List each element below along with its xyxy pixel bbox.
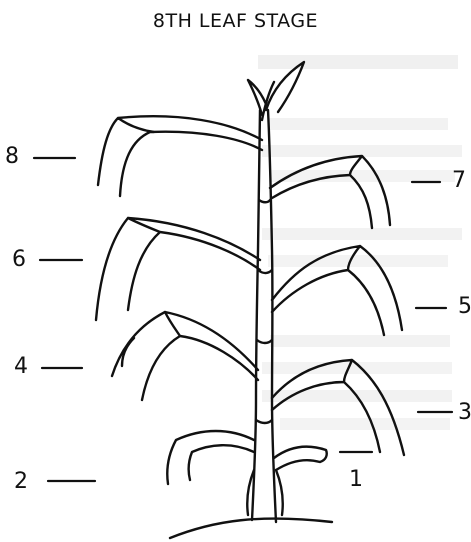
leaf-label-6: 6 [12, 249, 26, 271]
stalk-node [257, 340, 272, 343]
stalk-node [259, 200, 270, 202]
soil-line [170, 519, 332, 538]
leaf-7 [270, 156, 390, 228]
leaf-label-3: 3 [458, 402, 471, 424]
stalk-node [256, 420, 272, 423]
leaf-6 [96, 218, 260, 320]
leaf-label-7: 7 [452, 170, 466, 192]
leaf-label-2: 2 [14, 471, 28, 493]
leaf-8 [98, 116, 262, 196]
leaf-3 [272, 360, 404, 455]
leaf-4 [112, 312, 258, 400]
leaf-label-4: 4 [14, 356, 28, 378]
leaf-2 [167, 431, 254, 484]
diagram-title: 8TH LEAF STAGE [0, 10, 471, 32]
leaf-label-1: 1 [349, 469, 363, 491]
leaf-label-5: 5 [458, 296, 471, 318]
leaf-1 [274, 447, 327, 470]
stalk-left [252, 110, 260, 520]
bleed-through-text [258, 55, 462, 430]
leaf-label-8: 8 [5, 146, 19, 168]
